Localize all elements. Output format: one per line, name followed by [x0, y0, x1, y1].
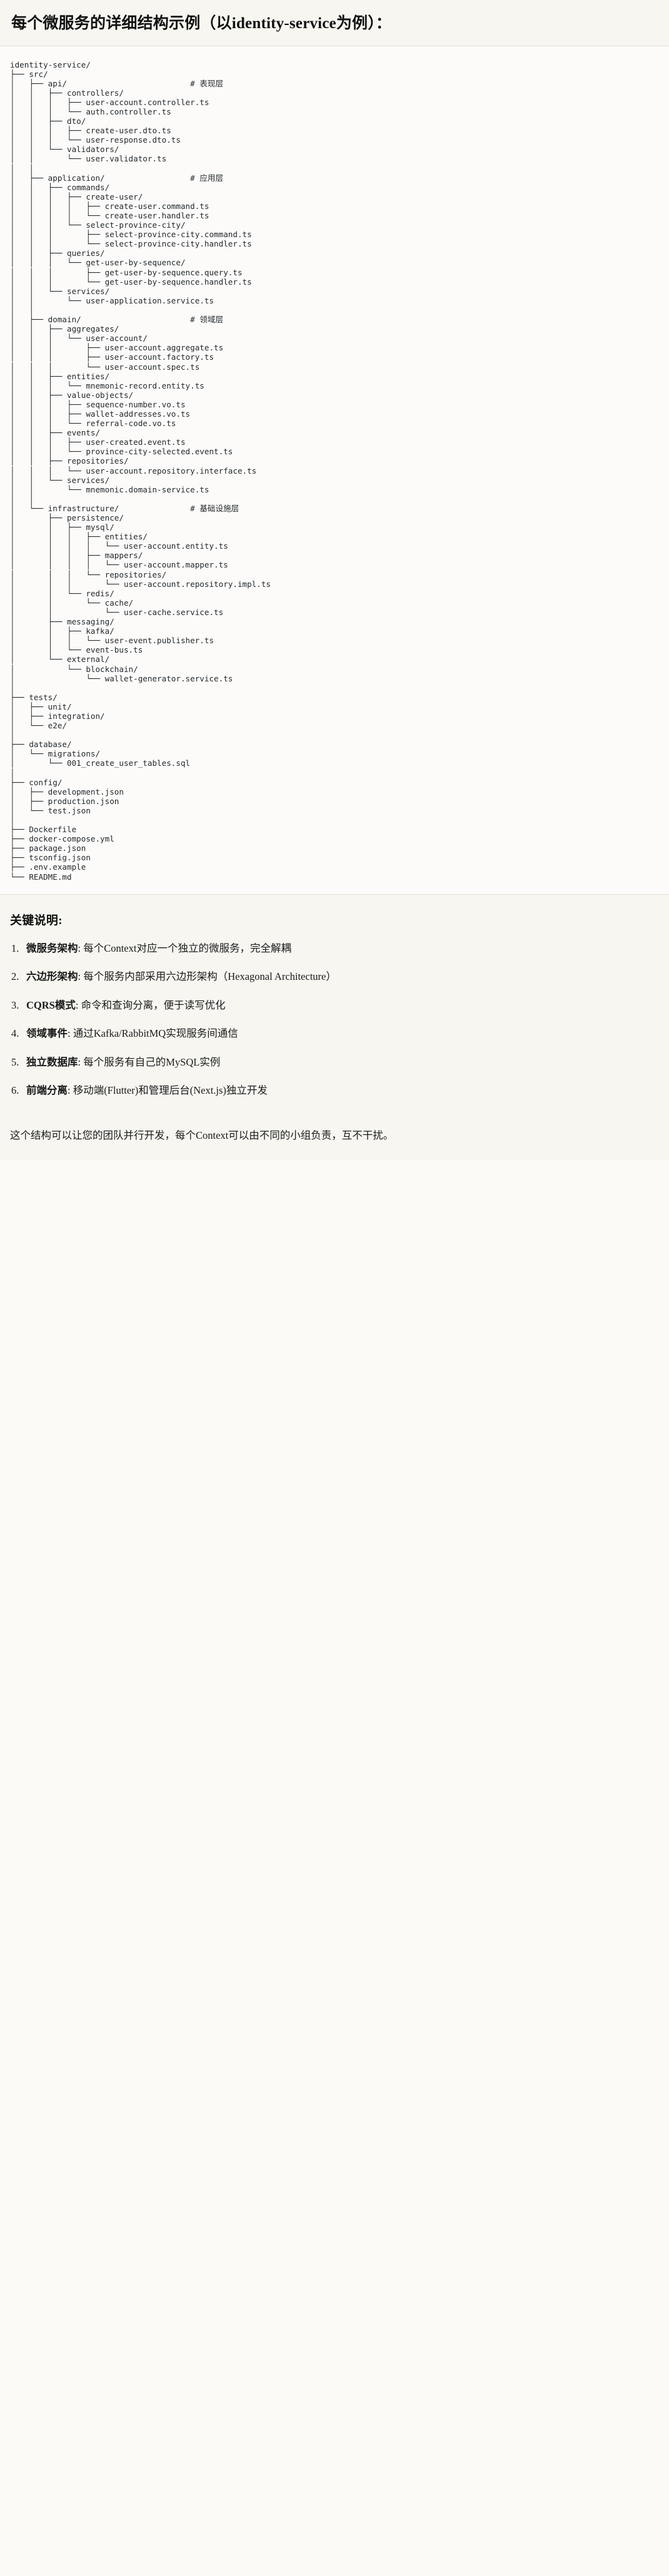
list-item: 独立数据库: 每个服务有自己的MySQL实例 — [11, 1054, 659, 1071]
note-label: CQRS模式 — [26, 999, 76, 1011]
note-label: 六边形架构 — [26, 970, 78, 983]
note-separator: : — [68, 1084, 73, 1097]
page-title: 每个微服务的详细结构示例（以identity-service为例）： — [11, 15, 392, 32]
note-separator: : — [78, 942, 84, 954]
note-label: 领域事件 — [26, 1027, 68, 1040]
list-item: 六边形架构: 每个服务内部采用六边形架构（Hexagonal Architect… — [11, 969, 659, 985]
note-separator: : — [78, 970, 84, 983]
note-desc: 每个服务内部采用六边形架构（Hexagonal Architecture） — [83, 970, 336, 983]
key-notes-section: 关键说明: 微服务架构: 每个Context对应一个独立的微服务，完全解耦 六边… — [0, 894, 669, 1118]
note-desc: 移动端(Flutter)和管理后台(Next.js)独立开发 — [73, 1084, 268, 1097]
list-item: 前端分离: 移动端(Flutter)和管理后台(Next.js)独立开发 — [11, 1082, 659, 1099]
list-item: 微服务架构: 每个Context对应一个独立的微服务，完全解耦 — [11, 940, 659, 957]
note-desc: 通过Kafka/RabbitMQ实现服务间通信 — [73, 1027, 238, 1040]
directory-tree: identity-service/ ├── src/ │ ├── api/ # … — [10, 59, 271, 882]
list-item: 领域事件: 通过Kafka/RabbitMQ实现服务间通信 — [11, 1026, 659, 1042]
key-notes-list: 微服务架构: 每个Context对应一个独立的微服务，完全解耦 六边形架构: 每… — [10, 940, 659, 1099]
list-item: CQRS模式: 命令和查询分离，便于读写优化 — [11, 997, 659, 1014]
note-label: 独立数据库 — [26, 1056, 78, 1068]
key-notes-title: 关键说明: — [10, 914, 63, 927]
note-separator: : — [68, 1027, 73, 1040]
document-header: 每个微服务的详细结构示例（以identity-service为例）： — [0, 0, 669, 46]
note-label: 前端分离 — [26, 1084, 68, 1097]
note-desc: 每个服务有自己的MySQL实例 — [83, 1056, 221, 1068]
note-label: 微服务架构 — [26, 942, 78, 954]
note-separator: : — [75, 999, 81, 1011]
note-desc: 每个Context对应一个独立的微服务，完全解耦 — [83, 942, 291, 954]
note-separator: : — [78, 1056, 84, 1068]
closing-paragraph: 这个结构可以让您的团队并行开发，每个Context可以由不同的小组负责，互不干扰… — [0, 1117, 669, 1161]
document-page: 每个微服务的详细结构示例（以identity-service为例）： ident… — [0, 0, 669, 1161]
note-desc: 命令和查询分离，便于读写优化 — [81, 999, 226, 1011]
directory-tree-block: identity-service/ ├── src/ │ ├── api/ # … — [0, 46, 669, 895]
